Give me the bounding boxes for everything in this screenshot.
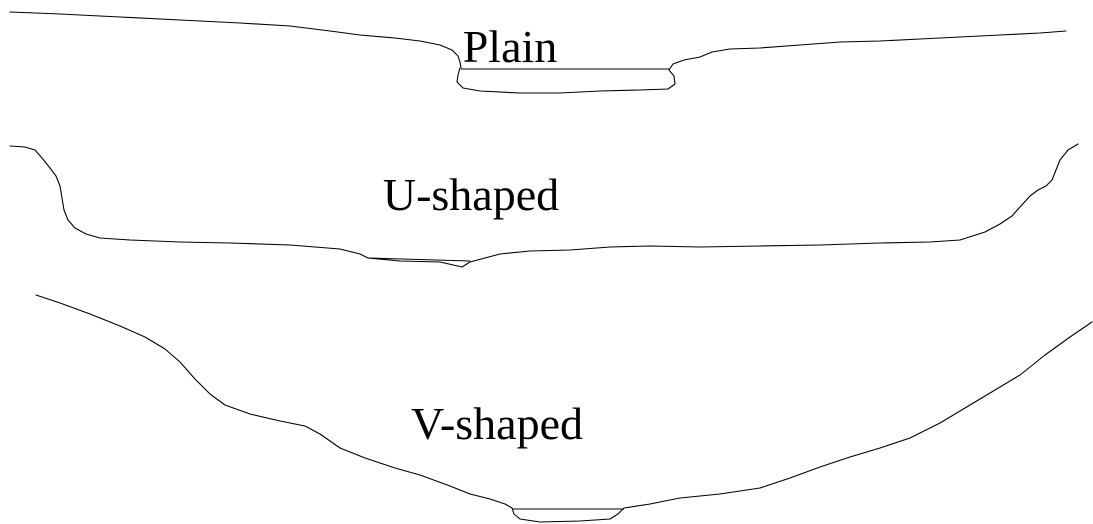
u-shaped-valley-profile: U-shaped [9,143,1079,268]
u-shaped-ground-line [9,143,1079,268]
v-shaped-ground-line [35,294,1093,523]
u-shaped-label: U-shaped [383,169,559,220]
v-shaped-label: V-shaped [411,398,583,449]
plain-ground-line [9,11,1067,94]
v-shaped-valley-profile: V-shaped [35,294,1093,523]
u-shaped-river-surface [367,257,471,262]
plain-valley-profile: Plain [9,11,1067,94]
plain-label: Plain [463,21,558,72]
